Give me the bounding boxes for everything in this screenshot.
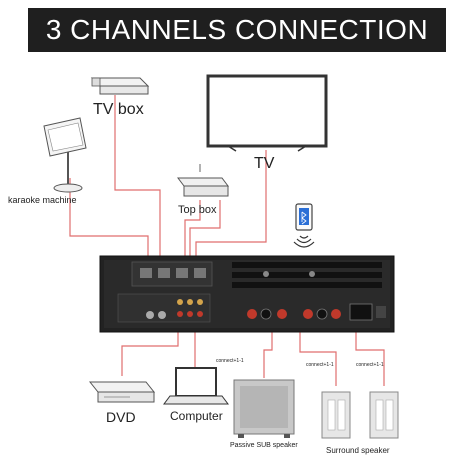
computer-device bbox=[163, 367, 229, 405]
dvd-device bbox=[88, 381, 156, 403]
wire-top-box-2 bbox=[189, 200, 221, 262]
computer-label: Computer bbox=[170, 409, 223, 423]
wire-tv bbox=[195, 150, 267, 262]
amplifier bbox=[99, 255, 395, 333]
wire-dvd bbox=[121, 330, 179, 376]
karaoke-label: karaoke machine bbox=[8, 195, 77, 205]
top-box-device bbox=[177, 164, 229, 197]
wireless-signal-icon bbox=[293, 235, 315, 248]
tv-box-label: TV box bbox=[93, 101, 144, 118]
surround-speaker-left bbox=[321, 391, 351, 439]
wire-surround-right bbox=[355, 330, 385, 386]
wire-label-sub: connect+1-1 bbox=[216, 358, 244, 364]
wire-top-box bbox=[184, 200, 201, 262]
dvd-label: DVD bbox=[106, 409, 136, 425]
tv-label: TV bbox=[254, 155, 275, 172]
sub-speaker-device bbox=[233, 379, 295, 438]
karaoke-device bbox=[43, 117, 87, 193]
top-box-label: Top box bbox=[178, 204, 217, 216]
surround-label: Surround speaker bbox=[326, 446, 390, 455]
tv-box-device bbox=[90, 77, 150, 95]
surround-speaker-right bbox=[369, 391, 399, 439]
banner-title: 3 CHANNELS CONNECTION bbox=[45, 14, 429, 45]
wire-tv-box bbox=[114, 95, 161, 262]
wire-surround-left bbox=[299, 330, 337, 386]
title-banner: 3 CHANNELS CONNECTION bbox=[28, 8, 446, 52]
wire-label-surround-left: connect+1-1 bbox=[306, 362, 334, 368]
wire-karaoke bbox=[69, 178, 149, 262]
wire-label-surround-right: connect+1-1 bbox=[356, 362, 384, 368]
tv-device bbox=[206, 74, 328, 152]
wires bbox=[69, 95, 385, 386]
bluetooth-phone-icon bbox=[295, 203, 313, 231]
wire-sub bbox=[263, 330, 273, 378]
sub-label: Passive SUB speaker bbox=[230, 442, 298, 449]
